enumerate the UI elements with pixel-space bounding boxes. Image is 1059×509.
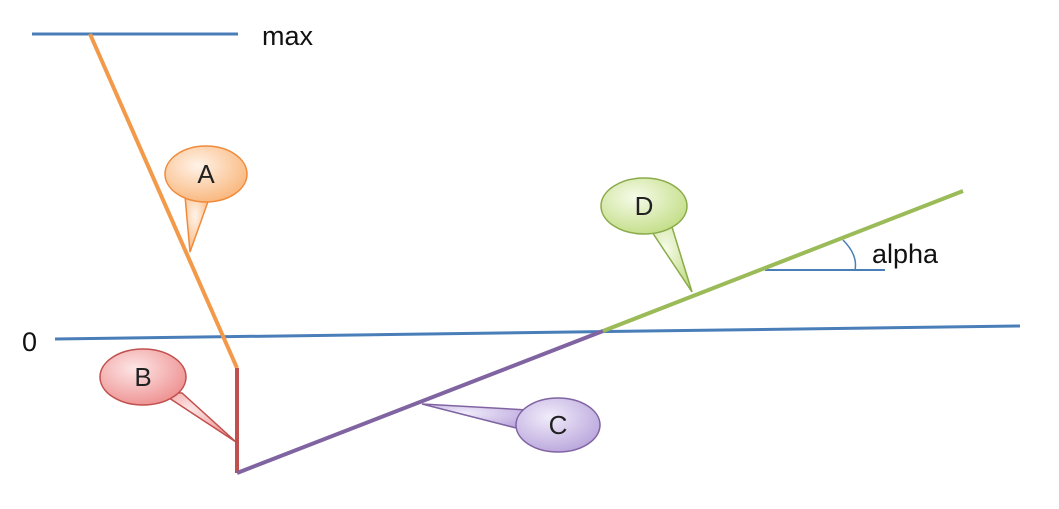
segment-a [88, 33, 239, 369]
zero-line [54, 324, 1021, 341]
callout-c: C [421, 397, 601, 453]
callout-d: D [600, 177, 693, 293]
callout-a-label: A [197, 159, 215, 189]
callout-c-label: C [549, 410, 568, 440]
callout-a: A [164, 145, 248, 253]
segment-d [602, 189, 964, 333]
callout-b-label: B [134, 362, 151, 392]
zero-label: 0 [22, 327, 37, 357]
callout-d-label: D [635, 191, 654, 221]
callout-b: B [99, 348, 237, 443]
max-label: max [262, 21, 314, 51]
alpha-arc [842, 239, 857, 271]
segment-c [236, 329, 604, 475]
alpha-label: alpha [872, 239, 939, 269]
